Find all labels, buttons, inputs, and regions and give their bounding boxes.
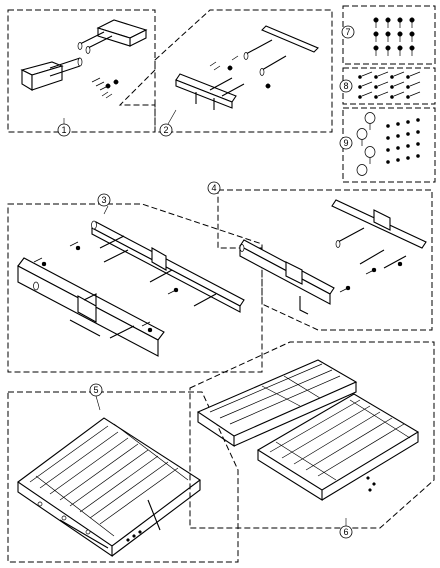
callout-6-label: 6	[343, 527, 348, 537]
callout-4-label: 4	[211, 183, 216, 193]
leg-rail-lower	[175, 73, 245, 110]
section-6-outline	[189, 341, 435, 529]
section-7-group: 7	[341, 5, 436, 65]
section-9-outline	[342, 107, 436, 183]
section-6-group: 6	[189, 341, 435, 539]
section-3-hardware	[33, 241, 179, 333]
section-9-screws	[386, 118, 420, 164]
section-8-bolts	[361, 71, 421, 97]
section-9-group: 9	[339, 107, 436, 183]
callout-2-label: 2	[163, 125, 168, 135]
callout-4: 4	[207, 181, 221, 195]
callout-3-label: 3	[101, 195, 106, 205]
callout-2: 2	[159, 123, 173, 137]
section-9-glides	[356, 112, 376, 176]
callout-6: 6	[339, 525, 353, 539]
footrest-plate-right	[77, 19, 148, 54]
callout-7: 7	[341, 25, 355, 39]
section-4-hardware	[339, 261, 403, 293]
section-4-rail-upper	[331, 199, 427, 269]
callout-5: 5	[89, 383, 103, 397]
section-5-group: 5	[7, 383, 239, 563]
section-3-group: 3	[7, 193, 263, 373]
callout-9-label: 9	[343, 138, 348, 148]
section-1-hardware	[91, 77, 119, 99]
section-2-hardware	[209, 55, 271, 89]
section-3-rail-upper	[91, 220, 245, 313]
section-1-outline	[7, 9, 156, 133]
callout-9: 9	[339, 136, 353, 150]
callout-7-label: 7	[345, 27, 350, 37]
callout-3: 3	[97, 193, 111, 207]
leg-rail-upper	[243, 25, 319, 76]
section-4-rail-lower	[239, 239, 335, 315]
section-8-outline	[342, 67, 436, 105]
section-6-frame-right	[256, 393, 420, 501]
section-1-group: 1	[7, 9, 156, 137]
callout-8-label: 8	[343, 81, 348, 91]
section-5-hardware	[126, 530, 142, 542]
section-2-group: 2	[154, 9, 333, 137]
section-5-outline	[7, 391, 239, 563]
section-2-outline	[154, 9, 333, 133]
footrest-plate-left	[20, 57, 83, 91]
section-3-outline	[7, 203, 263, 373]
section-6-hardware	[366, 476, 376, 492]
section-7-caster-screws	[373, 17, 415, 56]
section-5-bed-frame	[17, 417, 201, 558]
section-6-frame-left	[196, 359, 358, 448]
section-8-group: 8	[339, 67, 436, 105]
callout-1: 1	[57, 123, 71, 137]
section-4-group: 4	[207, 181, 433, 331]
callout-5-label: 5	[93, 385, 98, 395]
section-3-rail-lower	[17, 257, 165, 357]
callout-1-label: 1	[61, 125, 66, 135]
callout-8: 8	[339, 79, 353, 93]
section-4-outline	[217, 189, 433, 331]
